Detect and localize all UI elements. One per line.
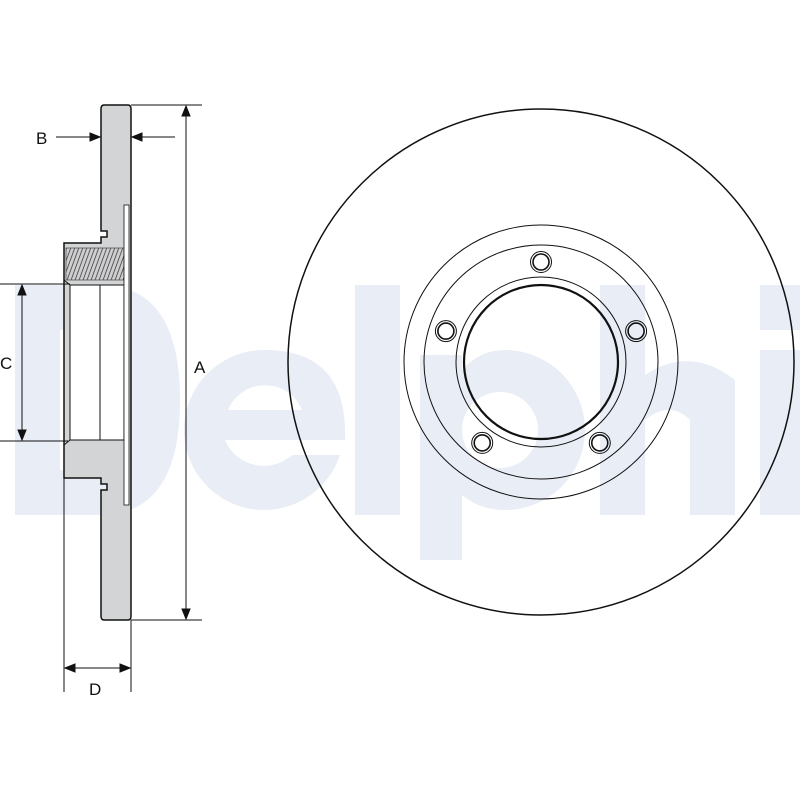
bolt-hole bbox=[437, 322, 455, 340]
hub-bore bbox=[69, 284, 125, 441]
watermark-letter-h bbox=[600, 285, 735, 515]
bolt-hole bbox=[434, 320, 457, 343]
watermark-letter-l bbox=[355, 285, 400, 515]
disc-outer-edge bbox=[287, 108, 795, 616]
hub-thread bbox=[65, 247, 125, 281]
label-a: A bbox=[194, 358, 206, 377]
hat-edge bbox=[423, 244, 659, 480]
bolt-hole bbox=[627, 322, 645, 340]
hub-ring bbox=[455, 276, 627, 448]
friction-ring-inner-edge bbox=[403, 224, 679, 500]
label-c: C bbox=[0, 354, 12, 373]
hat-face bbox=[123, 204, 130, 506]
bolt-hole bbox=[588, 431, 611, 454]
bolt-hole bbox=[473, 434, 492, 452]
delphi-watermark-logo bbox=[15, 285, 800, 560]
bolt-hole bbox=[471, 431, 494, 454]
label-b: B bbox=[36, 129, 47, 148]
dimension-lines bbox=[0, 104, 202, 692]
disc-front-view bbox=[287, 108, 795, 616]
watermark-letter-p bbox=[420, 350, 585, 560]
center-bore bbox=[462, 283, 620, 441]
watermark-letter-d bbox=[15, 285, 180, 515]
watermark-letter-e bbox=[184, 349, 346, 510]
bore-chamfer-bottom bbox=[63, 439, 71, 446]
bolt-hole bbox=[532, 253, 550, 271]
disc-cross-section bbox=[63, 104, 132, 621]
bolt-hole bbox=[625, 320, 648, 343]
label-d: D bbox=[89, 680, 101, 699]
bolt-hole bbox=[590, 434, 609, 452]
watermark-letter-i-dot bbox=[760, 285, 800, 330]
bolt-hole bbox=[530, 251, 552, 273]
bolt-holes bbox=[434, 251, 648, 454]
